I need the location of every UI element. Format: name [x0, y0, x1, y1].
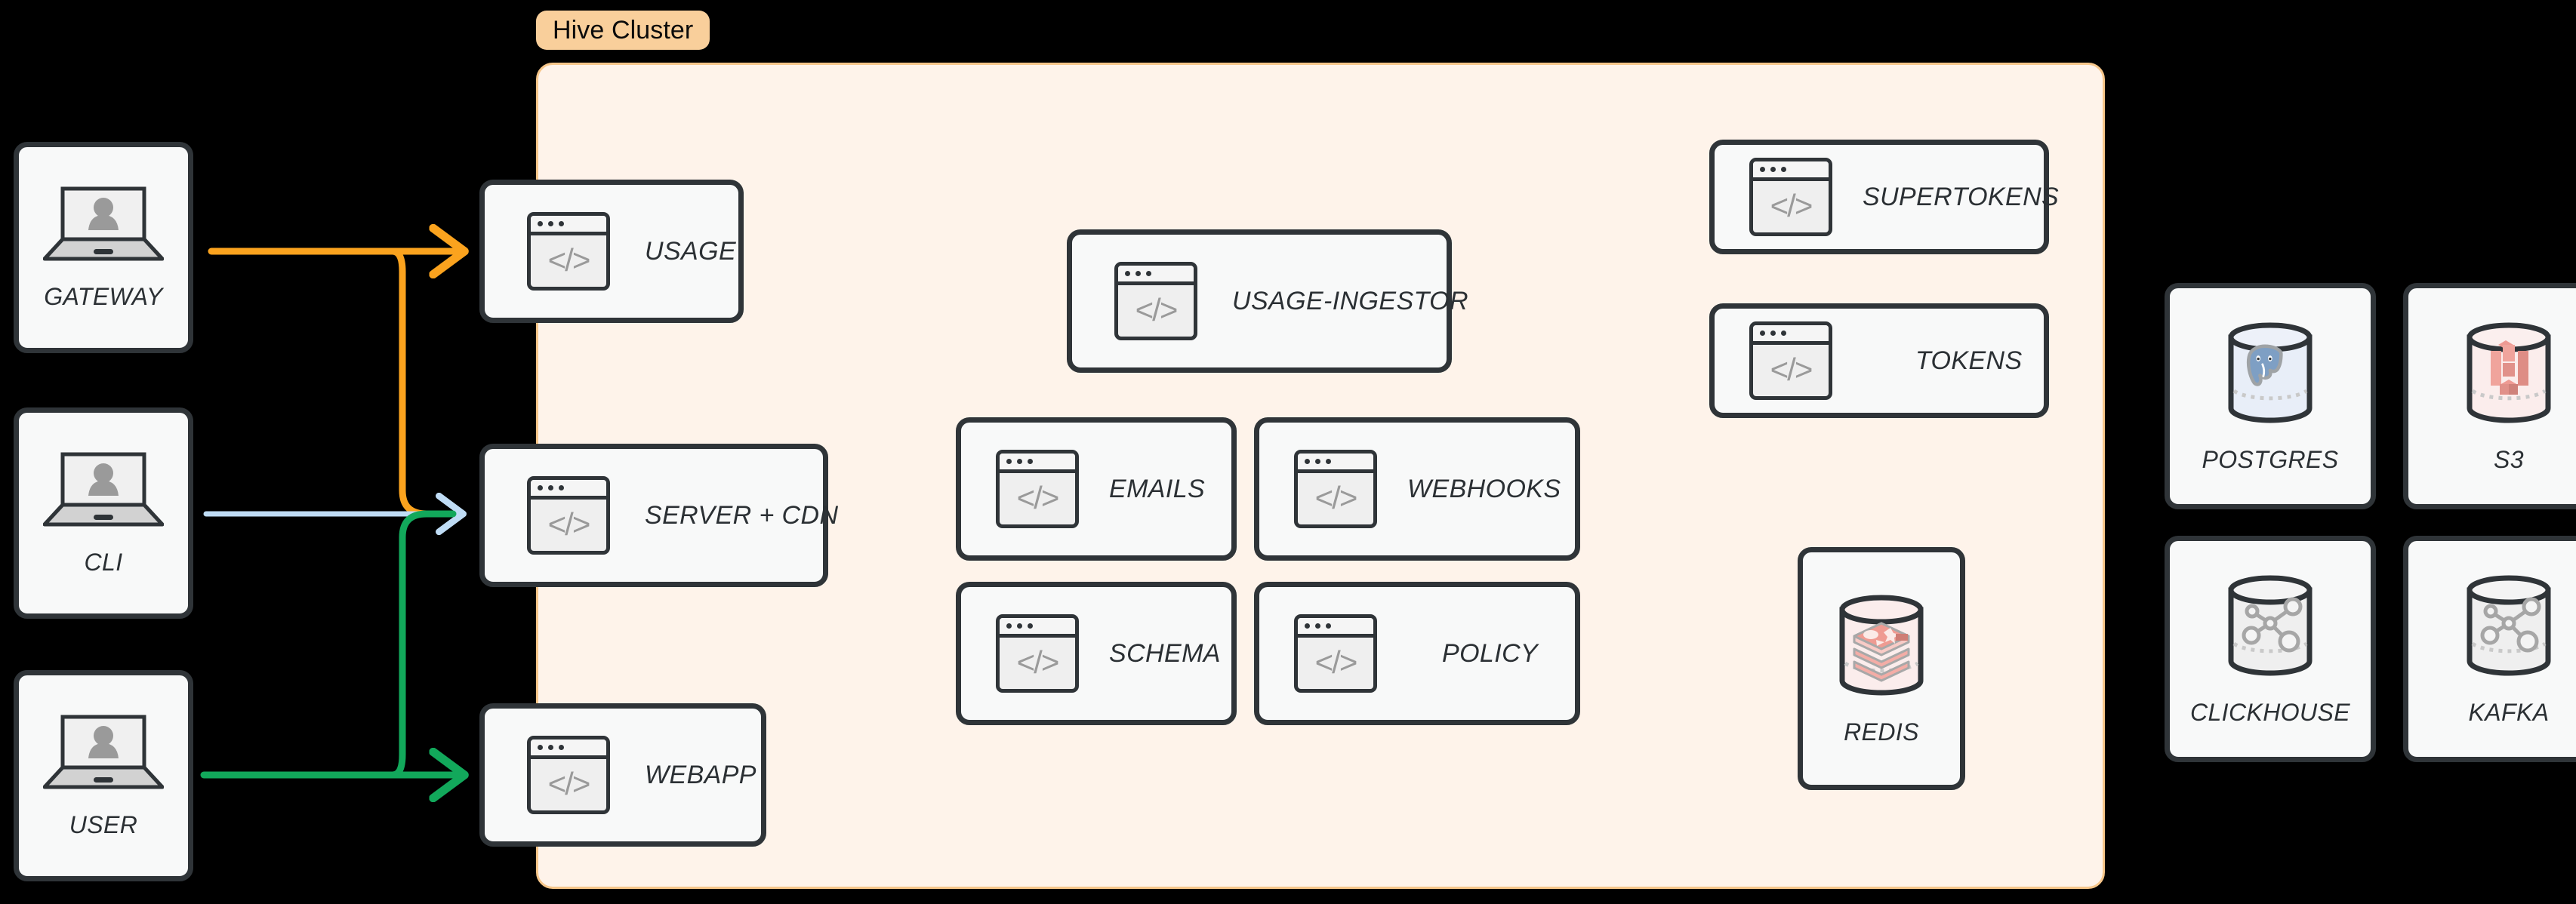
- code-window-icon: </>: [1749, 321, 1832, 400]
- service-node-usage[interactable]: </> USAGE: [479, 180, 744, 323]
- network-cylinder-icon: [2459, 572, 2559, 679]
- service-node-usage-ingestor[interactable]: </> USAGE-INGESTOR: [1067, 229, 1468, 373]
- service-node-emails[interactable]: </> EMAILS: [956, 417, 1237, 561]
- client-label-gateway: GATEWAY: [44, 282, 163, 310]
- code-window-icon: </>: [996, 614, 1079, 693]
- client-label-cli: CLI: [84, 548, 123, 576]
- service-node-supertokens[interactable]: </> SUPERTOKENS: [1709, 140, 2059, 254]
- client-label-user: USER: [69, 810, 138, 838]
- datastore-label-kafka: KAFKA: [2468, 698, 2550, 726]
- postgres-cylinder-icon: [2220, 319, 2320, 426]
- service-label-webapp: WEBAPP: [645, 760, 756, 789]
- service-label-usage-ingestor: USAGE-INGESTOR: [1232, 286, 1468, 315]
- datastore-node-redis[interactable]: REDIS: [1798, 547, 1965, 790]
- code-window-icon: </>: [1294, 450, 1377, 528]
- client-node-cli[interactable]: CLI: [14, 407, 193, 619]
- hive-cluster-label: Hive Cluster: [536, 11, 710, 50]
- service-label-server-cdn: SERVER + CDN: [645, 500, 839, 530]
- wire-user-to-server-cdn: [389, 510, 457, 779]
- code-window-icon: </>: [527, 212, 610, 291]
- laptop-user-icon: [42, 185, 165, 263]
- datastore-label-redis: REDIS: [1844, 718, 1919, 746]
- redis-cylinder-icon: [1832, 592, 1931, 699]
- service-label-policy: POLICY: [1442, 638, 1539, 668]
- service-node-policy[interactable]: </> POLICY: [1254, 582, 1580, 725]
- service-node-server-cdn[interactable]: </> SERVER + CDN: [479, 444, 838, 587]
- datastore-node-kafka[interactable]: KAFKA: [2403, 536, 2576, 762]
- datastore-node-postgres[interactable]: POSTGRES: [2165, 283, 2376, 509]
- code-window-icon: </>: [527, 736, 610, 814]
- network-cylinder-icon: [2220, 572, 2320, 679]
- datastore-label-s3: S3: [2494, 445, 2524, 473]
- datastore-label-postgres: POSTGRES: [2202, 445, 2339, 473]
- service-node-tokens[interactable]: </> TOKENS: [1709, 303, 2049, 418]
- datastore-node-clickhouse[interactable]: CLICKHOUSE: [2165, 536, 2376, 762]
- service-label-emails: EMAILS: [1109, 474, 1206, 503]
- code-window-icon: </>: [527, 476, 610, 555]
- wire-gateway-to-server-cdn: [389, 248, 457, 518]
- service-label-usage: USAGE: [645, 236, 737, 266]
- client-node-user[interactable]: USER: [14, 670, 193, 881]
- laptop-user-icon: [42, 450, 165, 529]
- service-label-schema: SCHEMA: [1109, 638, 1221, 668]
- service-node-webapp[interactable]: </> WEBAPP: [479, 703, 766, 847]
- client-node-gateway[interactable]: GATEWAY: [14, 142, 193, 353]
- code-window-icon: </>: [1749, 158, 1832, 236]
- datastore-label-clickhouse: CLICKHOUSE: [2189, 698, 2351, 726]
- s3-cylinder-icon: [2459, 319, 2559, 426]
- service-label-webhooks: WEBHOOKS: [1407, 474, 1561, 503]
- service-label-tokens: TOKENS: [1915, 346, 2023, 375]
- service-node-webhooks[interactable]: </> WEBHOOKS: [1254, 417, 1580, 561]
- laptop-user-icon: [42, 713, 165, 792]
- code-window-icon: </>: [996, 450, 1079, 528]
- service-node-schema[interactable]: </> SCHEMA: [956, 582, 1237, 725]
- code-window-icon: </>: [1294, 614, 1377, 693]
- code-window-icon: </>: [1114, 262, 1197, 340]
- service-label-supertokens: SUPERTOKENS: [1863, 182, 2060, 211]
- datastore-node-s3[interactable]: S3: [2403, 283, 2576, 509]
